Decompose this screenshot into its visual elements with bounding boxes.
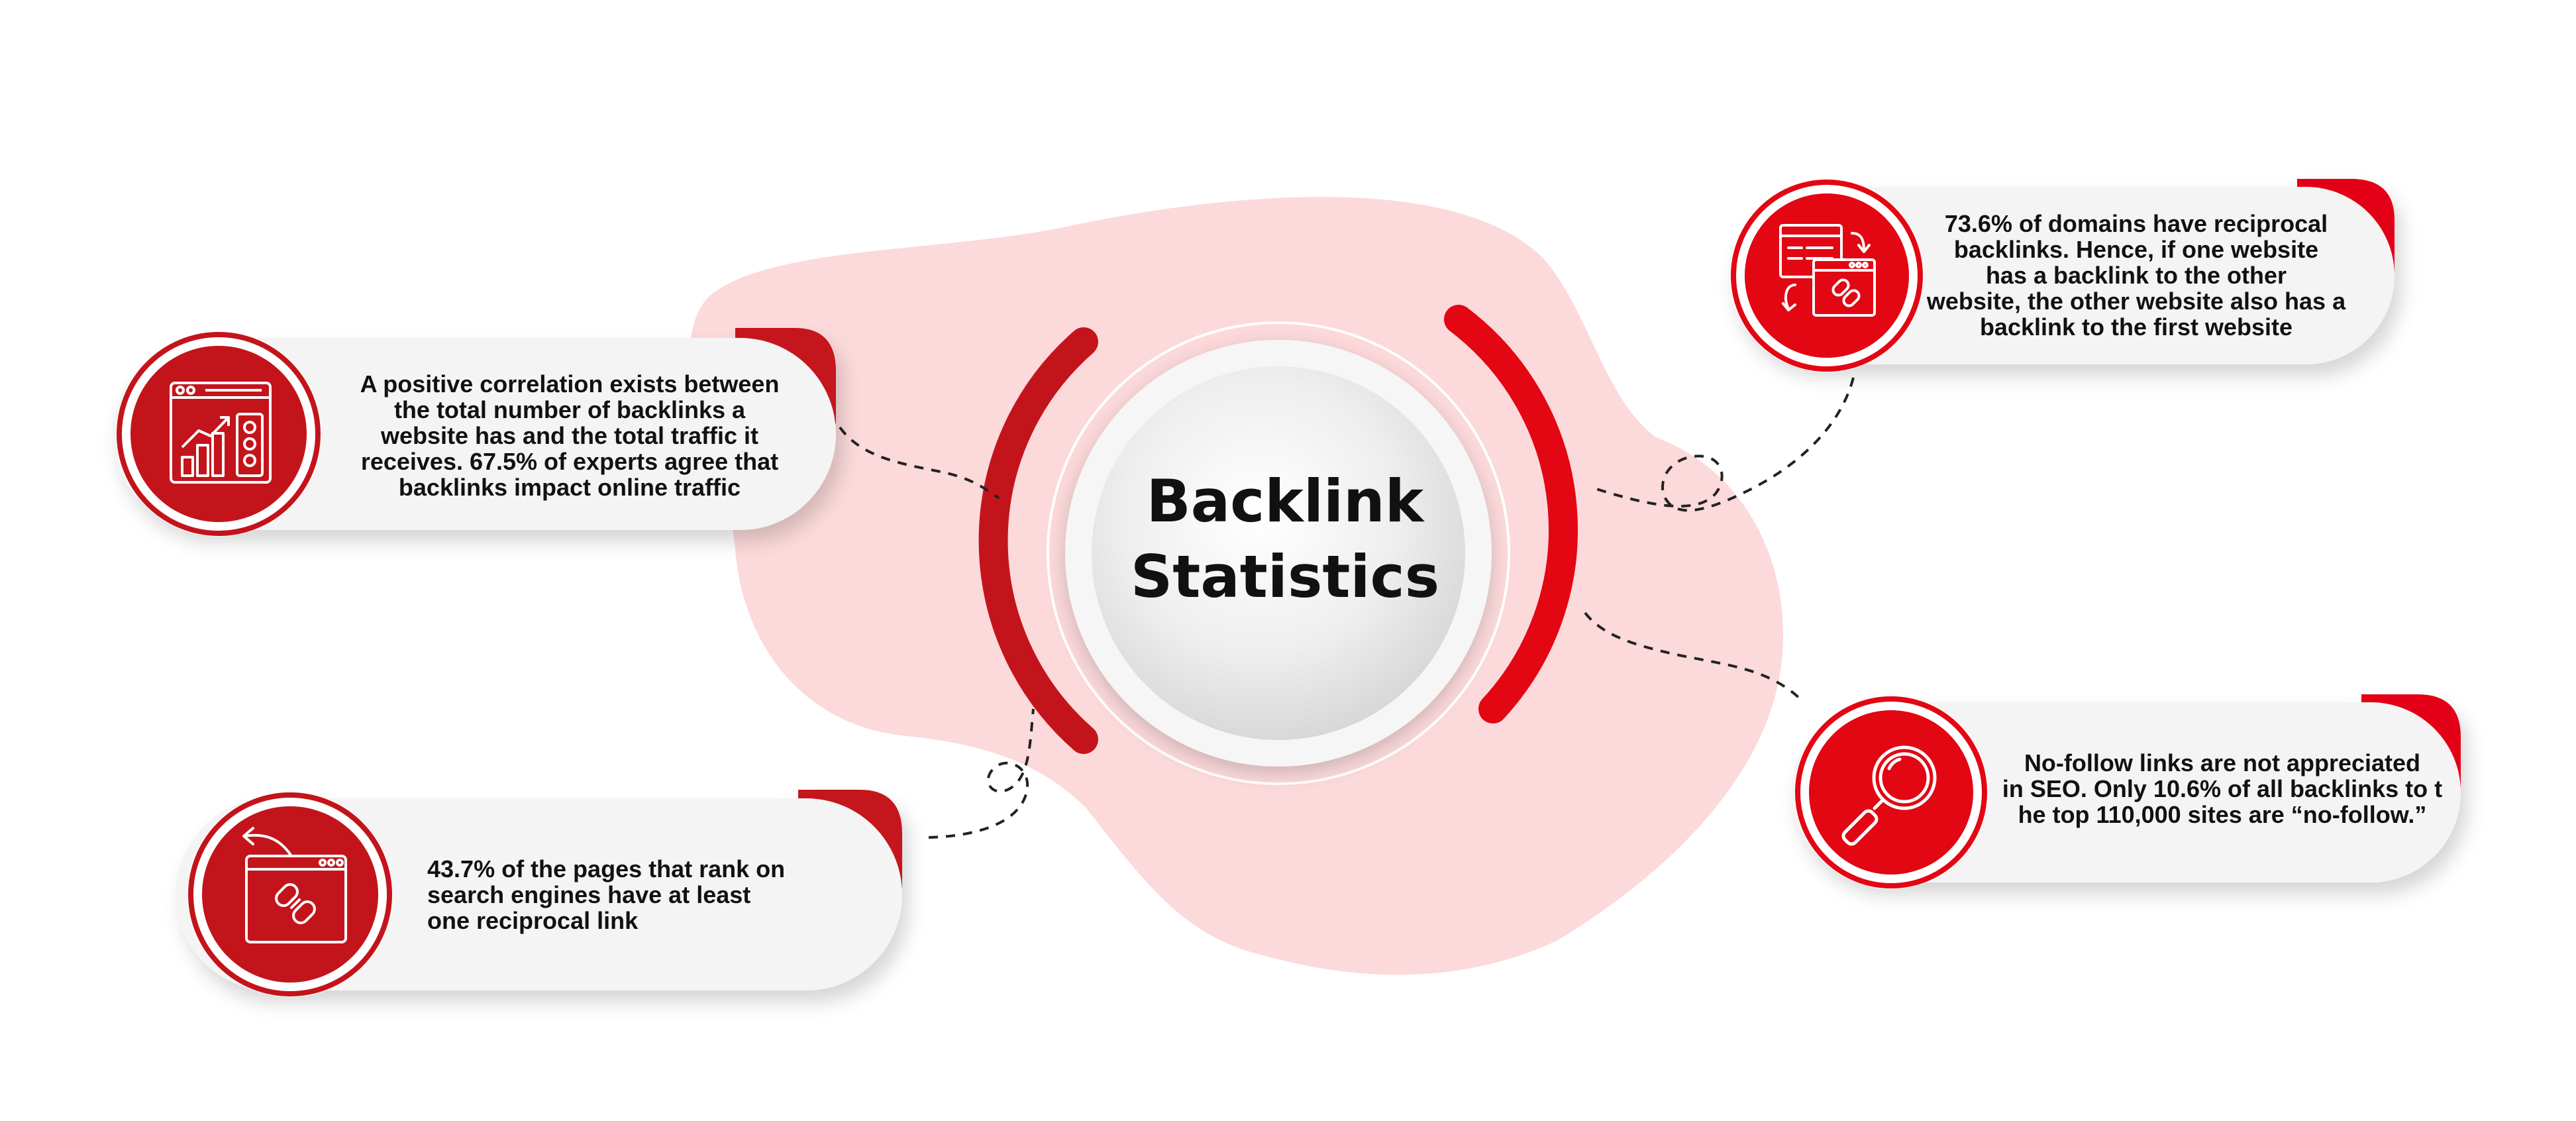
card-3-line: 73.6% of domains have reciprocal [1944, 210, 2328, 237]
reciprocal-browser-windows-icon [1779, 224, 1876, 317]
outer-thin-ring [1047, 321, 1510, 785]
card-3-text: 73.6% of domains have reciprocal backlin… [1924, 211, 2348, 340]
connector-top-left [839, 426, 1000, 500]
card-1-line: the total number of backlinks a [393, 396, 746, 423]
card-4-line: in SEO. Only 10.6% of all backlinks to t [2002, 775, 2443, 802]
analytics-dashboard-icon [170, 382, 272, 484]
magnifier-icon [1841, 745, 1937, 846]
connector-bottom-left [928, 708, 1035, 839]
title-line-2: Statistics [1130, 543, 1440, 611]
card-2-line: 43.7% of the pages that rank on [427, 855, 786, 882]
connector-top-right [1596, 377, 1855, 512]
title-line-1: Backlink [1146, 467, 1424, 535]
card-2-text: 43.7% of the pages that rank on search e… [427, 856, 851, 934]
card-2-badge [187, 792, 393, 997]
card-1-line: website has and the total traffic it [380, 422, 759, 449]
card-4-line: he top 110,000 sites are “no-follow.” [2018, 801, 2427, 828]
connector-bottom-right [1584, 612, 1802, 700]
card-4-badge [1794, 696, 1988, 889]
card-2-line: search engines have at least [427, 881, 751, 908]
card-4-text: No-follow links are not appreciated in S… [1994, 750, 2451, 827]
card-2-line: one reciprocal link [427, 907, 639, 934]
card-4-line: No-follow links are not appreciated [2024, 749, 2421, 776]
card-3-line: backlink to the first website [1979, 313, 2293, 341]
card-1-line: backlinks impact online traffic [398, 474, 741, 501]
card-1-text: A positive correlation exists between th… [335, 371, 805, 500]
card-1-line: receives. 67.5% of experts agree that [360, 448, 779, 475]
right-red-arc [1444, 305, 1578, 723]
left-red-arc [978, 327, 1098, 754]
card-3-line: has a backlink to the other [1985, 262, 2287, 289]
reciprocal-link-folder-icon [242, 827, 347, 943]
card-3-line: backlinks. Hence, if one website [1953, 236, 2319, 263]
card-1-line: A positive correlation exists between [360, 370, 780, 398]
center-title: Backlink Statistics [1100, 464, 1470, 615]
card-3-line: website, the other website also has a [1926, 288, 2346, 315]
center-disc [1092, 366, 1465, 740]
